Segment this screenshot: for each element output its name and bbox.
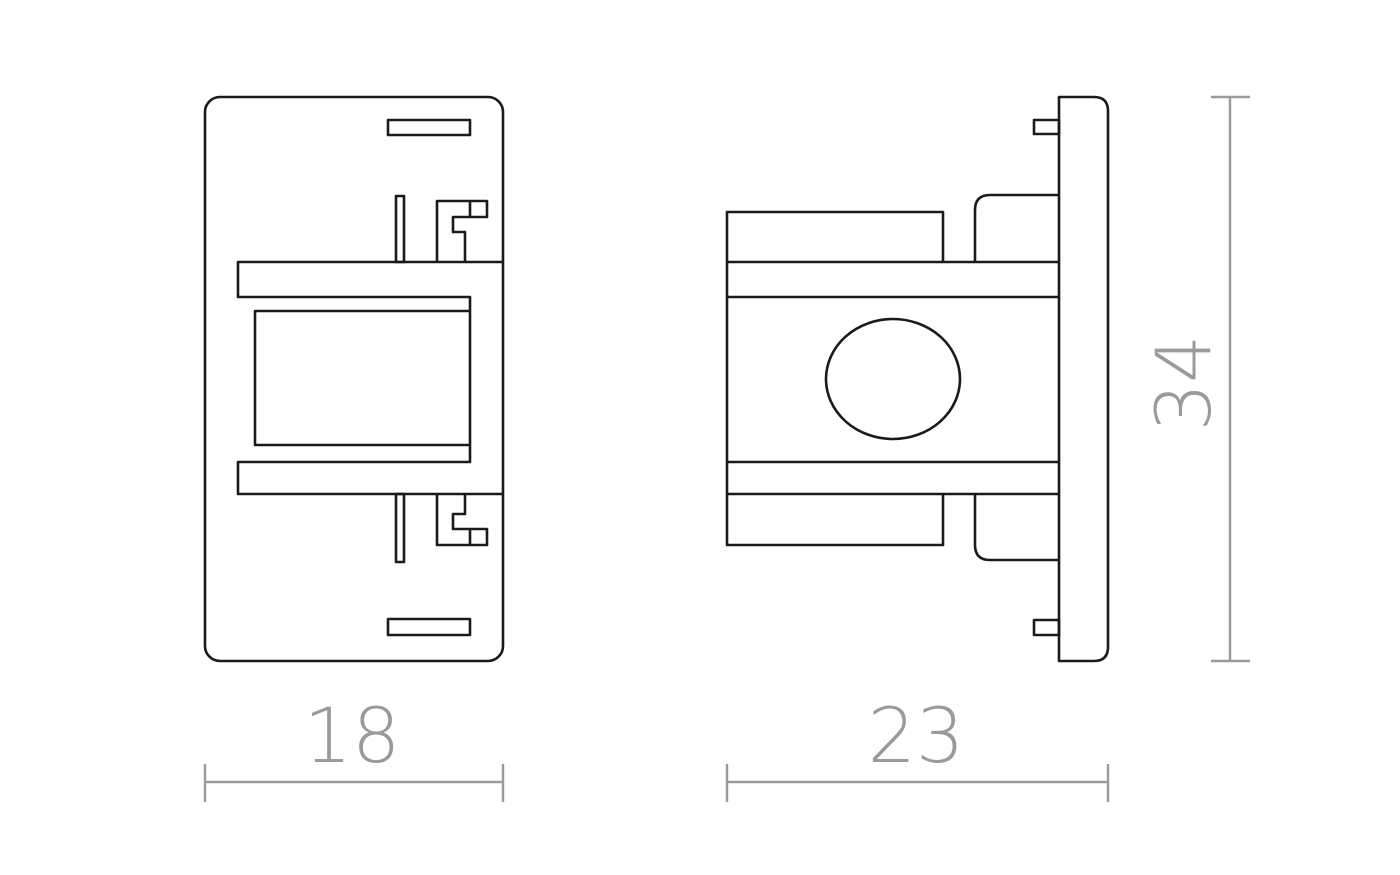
end-plate — [1057, 95, 1110, 663]
inner-channel — [253, 309, 470, 447]
dimension-depth: 23 — [725, 691, 1110, 802]
side-view — [725, 95, 1110, 663]
dimension-height: 34 — [1139, 95, 1250, 663]
bottom-pin — [394, 492, 406, 564]
body-bands — [727, 260, 1059, 496]
width-dimension-line — [203, 764, 505, 802]
upper-flange — [973, 193, 1059, 262]
top-hook — [435, 199, 489, 262]
screw-hole — [824, 317, 962, 441]
front-view — [203, 95, 505, 663]
width-label: 18 — [304, 691, 401, 780]
top-stud — [1032, 118, 1061, 136]
body-outline — [725, 210, 945, 547]
height-label: 34 — [1139, 335, 1228, 432]
rail-bands — [236, 260, 503, 496]
depth-dimension-line — [725, 764, 1110, 802]
bottom-slot — [386, 617, 472, 637]
dimension-width: 18 — [203, 691, 505, 802]
top-pin — [394, 194, 406, 264]
depth-label: 23 — [868, 691, 965, 780]
front-outline — [203, 95, 505, 663]
top-slot — [386, 118, 472, 137]
bottom-hook — [435, 494, 489, 547]
bottom-stud — [1032, 618, 1061, 637]
height-dimension-line — [1211, 95, 1250, 663]
lower-flange — [973, 494, 1059, 562]
